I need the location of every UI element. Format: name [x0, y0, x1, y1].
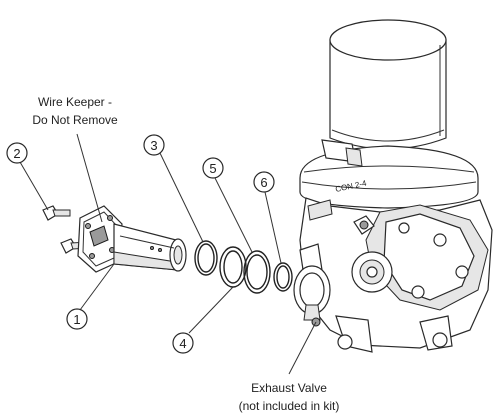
leader-5: [214, 177, 253, 253]
callout-1: 1: [66, 308, 88, 330]
part-1-cylinder-assembly: [77, 205, 187, 273]
exhaust-valve-label: Exhaust Valve (not included in kit): [239, 381, 340, 413]
svg-text:4: 4: [179, 336, 186, 351]
leader-1: [79, 263, 115, 311]
canister-flange: [299, 145, 479, 209]
leader-6: [264, 191, 282, 264]
leader-exhaust-valve: [288, 321, 317, 375]
callout-3: 3: [143, 134, 165, 156]
part-6-o-ring: [273, 262, 293, 292]
leader-3: [159, 152, 204, 243]
svg-text:2: 2: [13, 146, 20, 161]
part-4-o-ring: [219, 246, 247, 288]
callout-4: 4: [172, 332, 194, 354]
part-5-o-ring: [243, 250, 271, 294]
screw-upper: [42, 205, 71, 221]
svg-text:1: 1: [73, 312, 80, 327]
exhaust-valve: [293, 265, 331, 327]
exhaust-valve-label-line2: (not included in kit): [239, 399, 340, 413]
svg-text:3: 3: [150, 138, 157, 153]
wire-keeper-label-line1: Wire Keeper -: [38, 95, 112, 109]
leader-4: [188, 286, 234, 334]
wire-keeper-label-line2: Do Not Remove: [32, 113, 118, 127]
wire-keeper-label: Wire Keeper - Do Not Remove: [32, 95, 118, 127]
desiccant-cartridge: [329, 19, 447, 150]
leader-wire-keeper: [76, 133, 103, 223]
callout-6: 6: [253, 171, 275, 193]
svg-text:5: 5: [209, 161, 216, 176]
mounting-strap: [321, 139, 363, 167]
svg-text:6: 6: [260, 175, 267, 190]
part-3-o-ring: [194, 240, 218, 276]
air-dryer-assembly: CON 2-4: [293, 19, 493, 353]
callout-2: 2: [6, 142, 28, 164]
leader-2: [19, 161, 49, 211]
valve-housing: CON 2-4: [299, 178, 493, 353]
exhaust-valve-label-line1: Exhaust Valve: [251, 381, 327, 395]
leader-lines: [19, 133, 317, 375]
callout-5: 5: [202, 157, 224, 179]
